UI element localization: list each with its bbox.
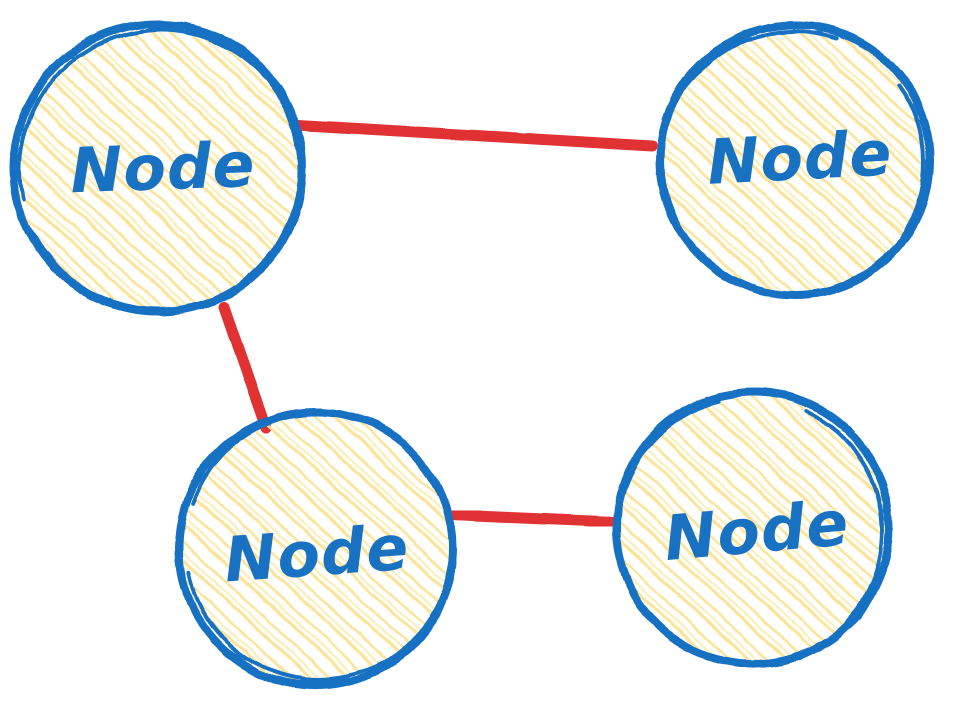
edge-line[interactable]: [444, 509, 621, 528]
edge-topleft-to-topright[interactable]: [292, 119, 659, 152]
node-fill: [661, 26, 929, 294]
edge-line[interactable]: [218, 301, 272, 434]
node-label: Node: [661, 486, 852, 575]
node-outline[interactable]: [656, 21, 934, 299]
node-outline-secondary: [660, 30, 926, 296]
node-outline-secondary: [616, 397, 884, 665]
node-top-right[interactable]: Node: [656, 21, 934, 299]
node-outline[interactable]: [10, 20, 306, 316]
node-label: Node: [706, 116, 894, 199]
node-bottom-right[interactable]: Node: [613, 388, 893, 668]
edge-line[interactable]: [292, 119, 659, 152]
node-fill: [15, 25, 301, 311]
edge-topleft-to-bottomleft[interactable]: [218, 301, 272, 434]
edge-layer: [218, 119, 659, 528]
node-label: Node: [222, 511, 412, 597]
edge-bottomleft-to-bottomright[interactable]: [444, 509, 621, 528]
node-bottom-left[interactable]: Node: [175, 407, 457, 689]
node-outline-secondary: [18, 28, 302, 312]
node-top-left[interactable]: Node: [10, 20, 306, 316]
node-outline-secondary: [184, 411, 454, 681]
node-fill: [180, 412, 452, 684]
node-label: Node: [69, 128, 256, 207]
node-fill: [618, 393, 888, 663]
